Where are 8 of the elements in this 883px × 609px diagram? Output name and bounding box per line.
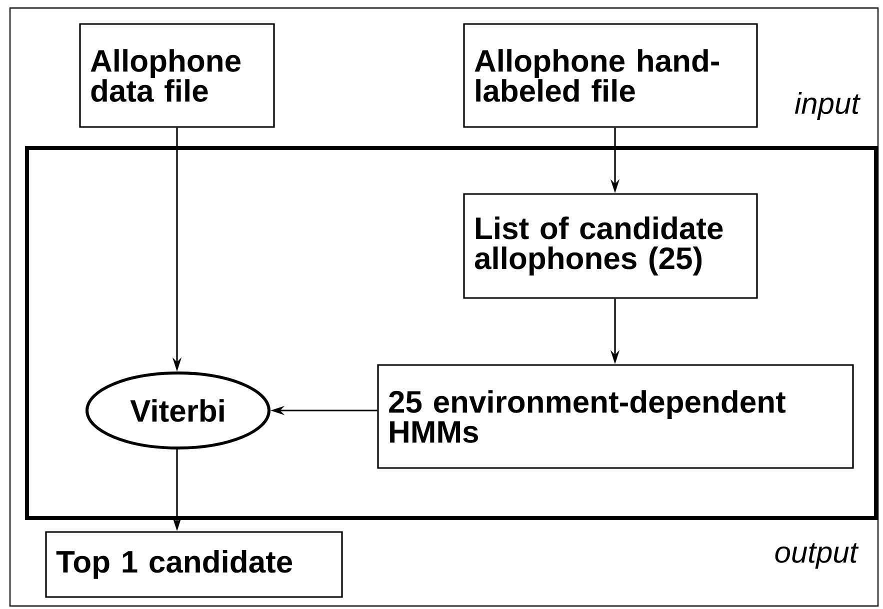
output-box: Top 1 candidate <box>45 531 343 598</box>
process-box: List of candidate allophones (25) <box>463 193 758 299</box>
io-label: output <box>775 543 859 569</box>
io-label: input <box>794 92 861 120</box>
file-box: Allophone data file <box>79 23 275 128</box>
file-box: Allophone hand-labeled file <box>463 23 758 128</box>
process-box: 25 environment-dependent HMMs <box>377 364 854 469</box>
system-box <box>25 146 878 520</box>
